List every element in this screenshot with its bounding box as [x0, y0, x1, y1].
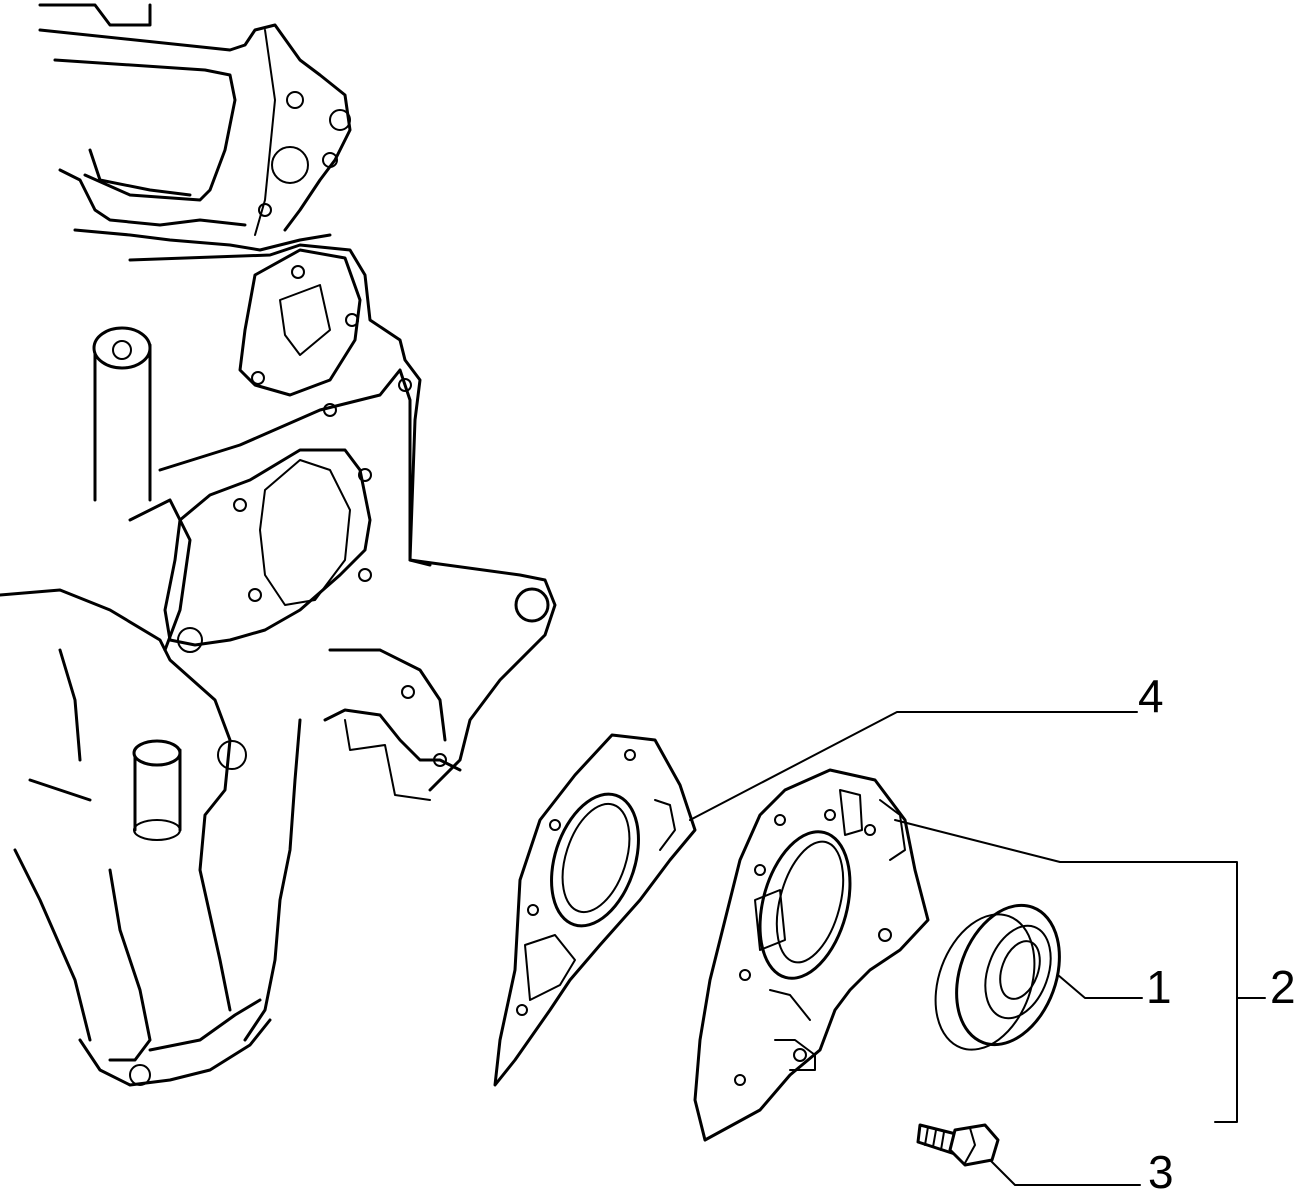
leader-3	[989, 1159, 1141, 1186]
callout-2: 2	[1270, 961, 1296, 1013]
leader-1	[1057, 974, 1143, 999]
engine-block	[0, 3, 557, 1087]
part-4-gasket	[493, 733, 697, 1087]
callout-3: 3	[1148, 1146, 1174, 1192]
callout-4: 4	[1138, 670, 1164, 722]
leader-4	[689, 711, 1138, 821]
leader-2	[894, 819, 1266, 1123]
part-3-bolt	[916, 1123, 1000, 1167]
part-1-oil-seal	[934, 903, 1061, 1051]
leader-lines	[689, 711, 1266, 1186]
part-2-seal-carrier	[693, 768, 930, 1142]
callout-1: 1	[1146, 961, 1172, 1013]
